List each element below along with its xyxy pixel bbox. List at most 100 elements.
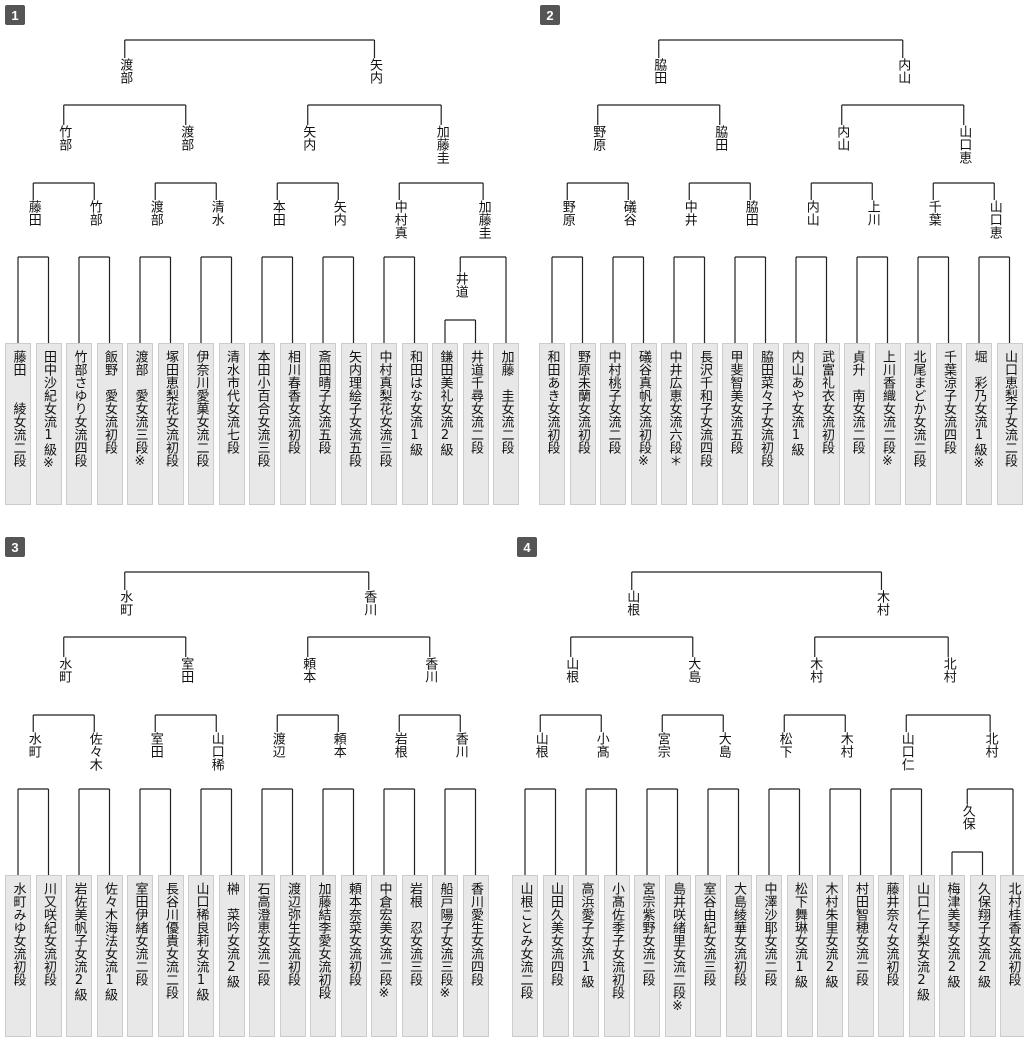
player-entry[interactable]: 斎田晴子女流五段: [310, 343, 336, 505]
winner-label: 井道: [452, 272, 468, 298]
winner-label: 香川: [422, 657, 438, 683]
player-entry[interactable]: 岩佐美帆子女流2級: [66, 875, 92, 1037]
player-entry[interactable]: 藤井奈々女流初段: [878, 875, 904, 1037]
winner-label: 山口仁: [898, 732, 914, 771]
player-entry[interactable]: 野原未蘭女流初段: [569, 343, 596, 505]
player-name: 和田はな女流1級: [407, 350, 422, 456]
player-entry[interactable]: 中村桃子女流二段: [600, 343, 626, 505]
player-entry[interactable]: 高浜愛子女流1級: [573, 875, 599, 1037]
player-name: 梅津美琴女流2級: [944, 882, 960, 988]
player-entry[interactable]: 長谷川優貴女流二段: [157, 875, 184, 1037]
player-entry[interactable]: 久保翔子女流2級: [969, 875, 996, 1037]
player-entry[interactable]: 本田小百合女流三段: [249, 343, 275, 505]
player-entry[interactable]: 木村朱里女流2級: [817, 875, 843, 1037]
player-entry[interactable]: 宮宗紫野女流二段: [634, 875, 660, 1037]
player-entry[interactable]: 和田あき女流初段: [539, 343, 565, 505]
winner-label: 水町: [56, 657, 72, 683]
player-entry[interactable]: 北村桂香女流初段: [1000, 875, 1024, 1037]
player-entry[interactable]: 貞升 南女流二段: [844, 343, 870, 505]
winner-label: 松下: [776, 732, 792, 758]
player-entry[interactable]: 相川春香女流初段: [279, 343, 306, 505]
player-entry[interactable]: 塚田恵梨花女流初段: [157, 343, 184, 505]
player-entry[interactable]: 梅津美琴女流2級: [939, 875, 965, 1037]
player-name: 貞升 南女流二段: [849, 350, 865, 454]
player-name: 渡辺弥生女流初段: [285, 882, 300, 986]
player-entry[interactable]: 中井広恵女流六段＊: [661, 343, 687, 505]
winner-label: 頼本: [300, 657, 316, 683]
player-entry[interactable]: 山口仁子梨女流2級: [908, 875, 935, 1037]
player-name: 船戸陽子女流三段※: [437, 882, 453, 1001]
winner-label: 礒谷: [620, 200, 636, 226]
winner-label: 藤田: [25, 200, 41, 226]
player-entry[interactable]: 山根ことみ女流二段: [512, 875, 538, 1037]
player-entry[interactable]: 山口恵梨子女流二段: [996, 343, 1023, 505]
player-entry[interactable]: 中澤沙耶女流二段: [756, 875, 782, 1037]
bracket-lines: [17, 571, 477, 875]
winner-label: 矢内: [330, 200, 346, 226]
player-entry[interactable]: 山口稀良莉女流1級: [188, 875, 214, 1037]
player-entry[interactable]: 和田はな女流1級: [401, 343, 428, 505]
player-entry[interactable]: 北尾まどか女流二段: [905, 343, 931, 505]
player-entry[interactable]: 中村真梨花女流三段: [371, 343, 397, 505]
player-entry[interactable]: 室谷由紀女流三段: [695, 875, 721, 1037]
player-entry[interactable]: 渡辺弥生女流初段: [279, 875, 306, 1037]
player-name: 上川香織女流二段※: [880, 350, 895, 469]
winner-label: 山口恵: [956, 125, 972, 164]
player-entry[interactable]: 武富礼衣女流初段: [813, 343, 840, 505]
player-name: 松下舞琳女流1級: [792, 882, 807, 988]
player-entry[interactable]: 井道千尋女流二段: [462, 343, 489, 505]
player-name: 香川愛生女流四段: [468, 882, 483, 986]
player-entry[interactable]: 堀 彩乃女流1級※: [966, 343, 992, 505]
player-entry[interactable]: 加藤結李愛女流初段: [310, 875, 336, 1037]
player-name: 榊 菜吟女流2級: [224, 882, 239, 988]
player-name: 加藤 圭女流二段: [498, 350, 514, 454]
player-entry[interactable]: 加藤 圭女流二段: [493, 343, 519, 505]
player-entry[interactable]: 山田久美女流四段: [542, 875, 569, 1037]
player-entry[interactable]: 上川香織女流二段※: [874, 343, 901, 505]
player-entry[interactable]: 石高澄恵女流二段: [249, 875, 275, 1037]
player-entry[interactable]: 矢内理絵子女流五段: [340, 343, 367, 505]
player-entry[interactable]: 小髙佐季子女流初段: [603, 875, 630, 1037]
player-entry[interactable]: 佐々木海法女流1級: [96, 875, 123, 1037]
player-entry[interactable]: 甲斐智美女流五段: [722, 343, 748, 505]
bracket-number-badge: 3: [5, 537, 25, 557]
player-entry[interactable]: 伊奈川愛菓女流二段: [188, 343, 214, 505]
winner-label: 室田: [147, 732, 163, 758]
player-entry[interactable]: 脇田菜々子女流初段: [752, 343, 779, 505]
player-entry[interactable]: 島井咲緒里女流二段※: [664, 875, 691, 1037]
player-entry[interactable]: 長沢千和子女流四段: [691, 343, 718, 505]
player-entry[interactable]: 水町みゆ女流初段: [5, 875, 31, 1037]
player-entry[interactable]: 岩根 忍女流三段: [401, 875, 428, 1037]
winner-label: 渡部: [117, 58, 133, 84]
player-entry[interactable]: 川又咲紀女流初段: [35, 875, 62, 1037]
winner-label: 香川: [361, 590, 377, 616]
player-entry[interactable]: 松下舞琳女流1級: [786, 875, 813, 1037]
player-entry[interactable]: 村田智穂女流二段: [847, 875, 874, 1037]
player-entry[interactable]: 香川愛生女流四段: [462, 875, 489, 1037]
winner-label: 木村: [837, 732, 853, 758]
bracket-lines: [524, 571, 1014, 875]
player-entry[interactable]: 大島綾華女流初段: [725, 875, 752, 1037]
player-name: 中澤沙耶女流二段: [761, 882, 777, 986]
player-entry[interactable]: 榊 菜吟女流2級: [218, 875, 245, 1037]
player-entry[interactable]: 室田伊緒女流二段: [127, 875, 153, 1037]
player-entry[interactable]: 竹部さゆり女流四段: [66, 343, 92, 505]
player-entry[interactable]: 礒谷真帆女流初段※: [630, 343, 657, 505]
player-entry[interactable]: 鎌田美礼女流2級: [432, 343, 458, 505]
winner-label: 脇田: [651, 58, 667, 84]
player-entry[interactable]: 田中沙紀女流1級※: [35, 343, 62, 505]
winner-label: 脇田: [712, 125, 728, 151]
player-entry[interactable]: 中倉宏美女流二段※: [371, 875, 397, 1037]
player-entry[interactable]: 藤田 綾女流二段: [5, 343, 31, 505]
player-entry[interactable]: 渡部 愛女流三段※: [127, 343, 153, 505]
player-entry[interactable]: 船戸陽子女流三段※: [432, 875, 458, 1037]
winner-label: 脇田: [742, 200, 758, 226]
player-entry[interactable]: 千葉涼子女流四段: [935, 343, 962, 505]
player-entry[interactable]: 飯野 愛女流初段: [96, 343, 123, 505]
player-entry[interactable]: 内山あや女流1級: [783, 343, 809, 505]
player-name: 矢内理絵子女流五段: [346, 350, 361, 467]
winner-label: 久保: [959, 804, 975, 830]
player-entry[interactable]: 頼本奈菜女流初段: [340, 875, 367, 1037]
player-entry[interactable]: 清水市代女流七段: [218, 343, 245, 505]
